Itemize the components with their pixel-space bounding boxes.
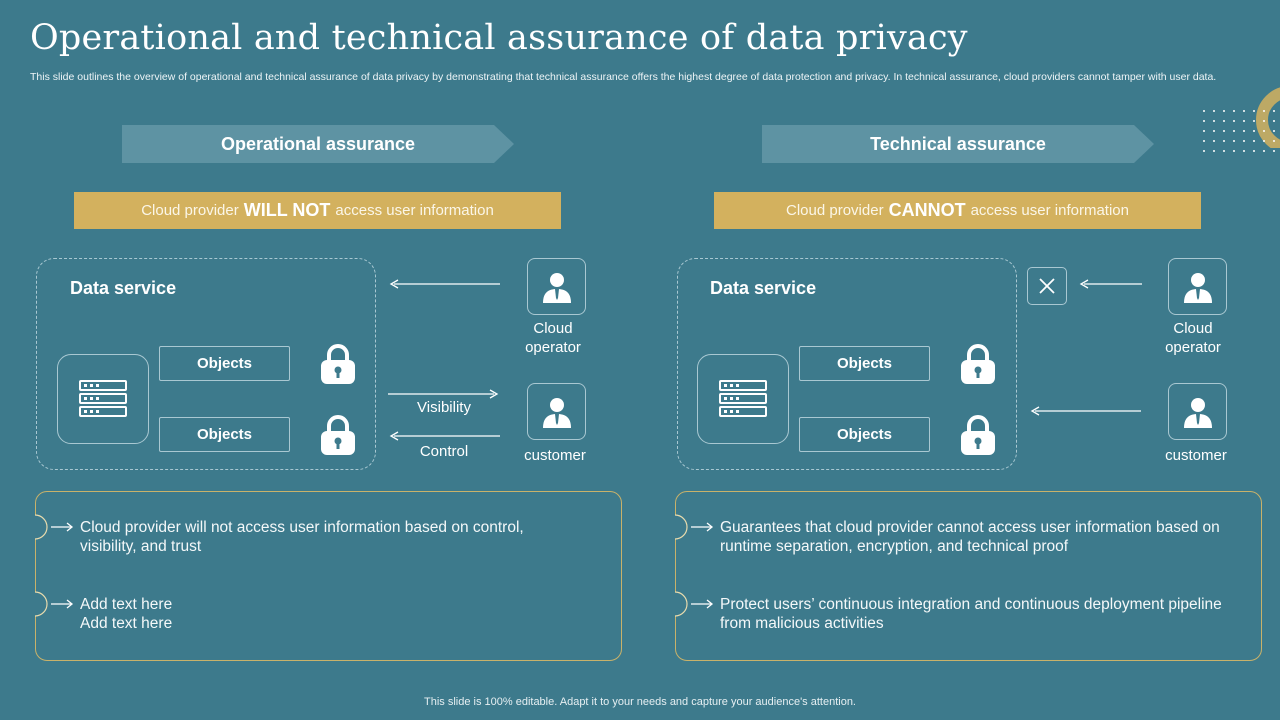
page-title: Operational and technical assurance of d… — [30, 18, 968, 58]
lock-icon — [961, 415, 995, 455]
user-icon — [1183, 272, 1212, 303]
operational-heading: Operational assurance — [220, 134, 416, 154]
blocked-box — [1027, 267, 1067, 305]
objects-box-2: Objects — [159, 417, 290, 452]
lock-icon — [321, 344, 355, 384]
visibility-label: Visibility — [417, 399, 471, 416]
page-subtitle: This slide outlines the overview of oper… — [30, 71, 1217, 83]
data-service-box — [677, 258, 1017, 470]
operational-bullets-panel — [35, 491, 622, 661]
data-service-box — [36, 258, 376, 470]
claim-prefix: Cloud provider — [141, 202, 239, 219]
user-icon — [542, 272, 571, 303]
server-box — [57, 354, 149, 444]
cloud-operator-label: Cloud operator — [525, 320, 581, 356]
customer-icon-box — [527, 383, 586, 440]
technical-heading: Technical assurance — [870, 134, 1046, 154]
server-icon — [79, 380, 127, 417]
decorative-ring — [1228, 78, 1280, 148]
bullet-notch-icon — [675, 514, 714, 540]
cloud-operator-icon-box — [1168, 258, 1227, 315]
cloud-operator-label: Cloud operator — [1165, 320, 1221, 356]
arrow-icon — [388, 389, 499, 399]
bullet-notch-icon — [675, 591, 714, 617]
objects-box-1: Objects — [799, 346, 930, 381]
decorative-dots — [1203, 110, 1280, 160]
bullet-notch-icon — [35, 591, 74, 617]
arrow-icon — [389, 279, 500, 289]
technical-bullets-panel — [675, 491, 1262, 661]
control-label: Control — [419, 443, 469, 460]
customer-icon-box — [1168, 383, 1227, 440]
technical-bullet-1: Guarantees that cloud provider cannot ac… — [720, 519, 1220, 555]
arrow-icon — [1079, 279, 1142, 289]
claim-emphasis: WILL NOT — [243, 200, 331, 220]
claim-emphasis: CANNOT — [888, 200, 966, 220]
close-icon — [1039, 278, 1055, 294]
technical-heading-banner: Technical assurance — [762, 125, 1154, 163]
technical-claim-bar: Cloud provider CANNOT access user inform… — [714, 192, 1201, 229]
operational-bullet-1: Cloud provider will not access user info… — [80, 519, 524, 555]
customer-label: customer — [524, 447, 586, 464]
claim-suffix: access user information — [970, 202, 1129, 219]
user-icon — [542, 397, 571, 428]
data-service-title: Data service — [70, 278, 177, 298]
objects-box-1: Objects — [159, 346, 290, 381]
operational-claim-bar: Cloud provider WILL NOT access user info… — [74, 192, 561, 229]
customer-label: customer — [1165, 447, 1227, 464]
operational-heading-banner: Operational assurance — [122, 125, 514, 163]
arrow-icon — [1030, 406, 1141, 416]
claim-prefix: Cloud provider — [786, 202, 884, 219]
server-box — [697, 354, 789, 444]
cloud-operator-icon-box — [527, 258, 586, 315]
server-icon — [719, 380, 767, 417]
bullet-notch-icon — [35, 514, 74, 540]
data-service-title: Data service — [710, 278, 817, 298]
arrow-icon — [389, 431, 500, 441]
claim-suffix: access user information — [335, 202, 494, 219]
lock-icon — [321, 415, 355, 455]
lock-icon — [961, 344, 995, 384]
operational-bullet-2: Add text here Add text here — [80, 596, 173, 632]
footer-note: This slide is 100% editable. Adapt it to… — [424, 696, 856, 708]
technical-bullet-2: Protect users’ continuous integration an… — [720, 596, 1222, 632]
objects-box-2: Objects — [799, 417, 930, 452]
user-icon — [1183, 397, 1212, 428]
